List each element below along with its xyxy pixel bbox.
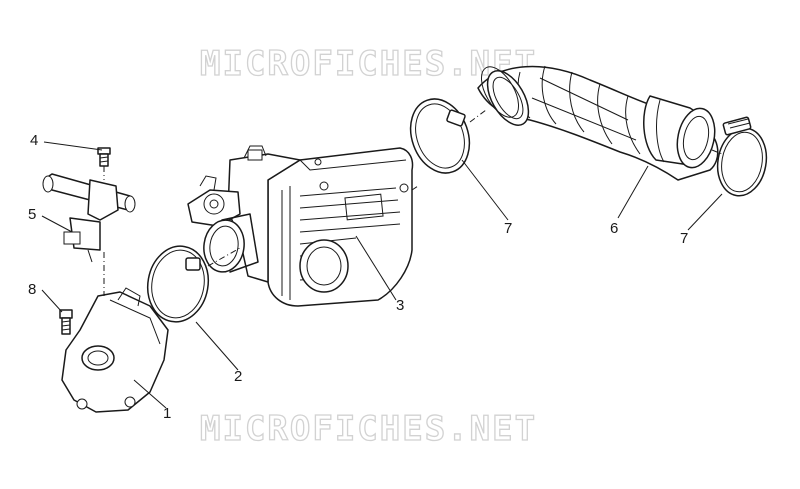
- callout-8: 8: [28, 281, 37, 298]
- leader-7-middle: [461, 159, 509, 221]
- assembly-axis-lines: [103, 109, 723, 296]
- part-2-hose-clamp: [146, 245, 210, 323]
- watermark-top: MICROFICHES.NET: [200, 44, 537, 84]
- part-6-intake-duct: [477, 65, 719, 181]
- callout-3: 3: [396, 297, 405, 314]
- callout-7-right: 7: [680, 230, 689, 247]
- callout-4: 4: [30, 132, 39, 149]
- leader-8: [41, 289, 63, 313]
- leader-5: [41, 215, 73, 233]
- callout-7-middle: 7: [504, 220, 513, 237]
- part-4-bolt: [97, 147, 111, 167]
- leader-lines: [41, 141, 723, 409]
- leader-1: [133, 379, 167, 409]
- part-7-hose-clamp-right: [716, 116, 768, 197]
- part-1-intake-manifold: [61, 287, 169, 413]
- leader-6: [617, 165, 649, 219]
- part-8-bolt: [59, 309, 73, 335]
- leader-7-right: [687, 193, 723, 231]
- part-7-hose-clamp-middle: [409, 98, 471, 174]
- callout-2: 2: [234, 368, 243, 385]
- leader-4: [43, 141, 103, 151]
- callout-6: 6: [610, 220, 619, 237]
- watermark-bottom: MICROFICHES.NET: [200, 409, 537, 449]
- leader-3: [355, 235, 397, 301]
- callout-5: 5: [28, 206, 37, 223]
- part-3-throttle-body: [187, 145, 414, 307]
- leader-2: [195, 321, 239, 371]
- callout-1: 1: [163, 405, 172, 422]
- part-5-sensor: [42, 173, 136, 263]
